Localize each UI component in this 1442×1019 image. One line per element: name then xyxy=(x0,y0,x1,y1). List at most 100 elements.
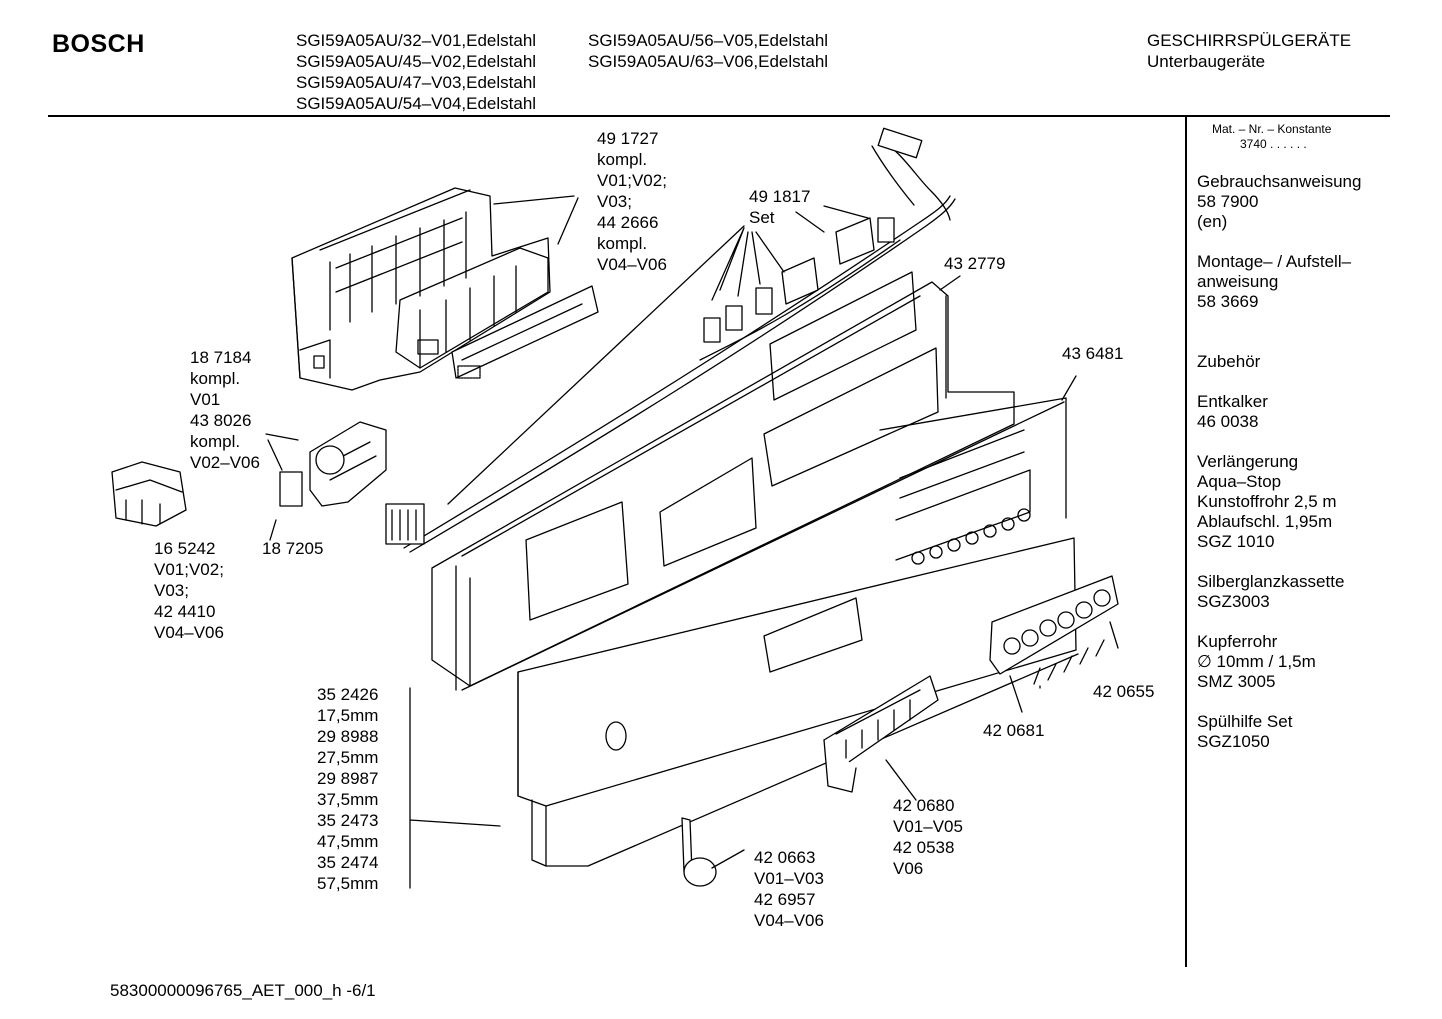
part-note: 47,5mm xyxy=(317,832,379,851)
part-note: kompl. xyxy=(190,369,241,388)
part-number: 42 4410 xyxy=(154,602,216,621)
part-number: 35 2474 xyxy=(317,853,379,872)
label-420655: 42 0655 xyxy=(1093,681,1154,702)
part-number: 43 8026 xyxy=(190,411,252,430)
part-note: V01–V05 xyxy=(893,817,963,836)
sidebar-text: Gebrauchsanweisung xyxy=(1197,172,1362,191)
label-165242: 16 5242 V01;V02; V03; 42 4410 V04–V06 xyxy=(154,538,224,643)
sidebar-group-installation: Montage– / Aufstell– anweisung 58 3669 xyxy=(1197,252,1382,312)
accessories-sidebar: Mat. – Nr. – Konstante 3740 . . . . . . … xyxy=(1197,122,1382,752)
header-divider xyxy=(48,115,1390,117)
sidebar-text: Zubehör xyxy=(1197,352,1261,371)
part-note: V03; xyxy=(154,581,189,600)
model-list-right: SGI59A05AU/56–V05,Edelstahl SGI59A05AU/6… xyxy=(588,30,828,72)
label-432779: 43 2779 xyxy=(944,253,1005,274)
sidebar-text: 46 0038 xyxy=(1197,412,1259,431)
sidebar-group-accessories: Zubehör xyxy=(1197,352,1382,372)
part-number: 42 0538 xyxy=(893,838,955,857)
part-number: 44 2666 xyxy=(597,213,659,232)
material-value: 3740 . . . . . . xyxy=(1240,137,1307,151)
sidebar-group-descaler: Entkalker 46 0038 xyxy=(1197,392,1382,432)
sidebar-text: SGZ3003 xyxy=(1197,592,1270,611)
part-note: V03; xyxy=(597,192,632,211)
part-number: 18 7184 xyxy=(190,348,252,367)
power-module xyxy=(111,461,187,527)
door-handle xyxy=(823,675,939,793)
subcategory-title: Unterbaugeräte xyxy=(1147,52,1266,71)
connector-set xyxy=(703,217,895,343)
label-436481: 43 6481 xyxy=(1062,343,1123,364)
sidebar-text: SGZ1050 xyxy=(1197,732,1270,751)
part-number: 18 7205 xyxy=(262,539,324,558)
part-note: V04–V06 xyxy=(597,255,667,274)
sidebar-text: ∅ 10mm / 1,5m xyxy=(1197,652,1316,671)
part-number: 42 6957 xyxy=(754,890,816,909)
part-note: 57,5mm xyxy=(317,874,379,893)
sidebar-text: 58 7900 xyxy=(1197,192,1259,211)
exploded-parts-drawing xyxy=(111,127,1119,889)
sidebar-group-manual: Gebrauchsanweisung 58 7900 (en) xyxy=(1197,172,1382,232)
category-title: GESCHIRRSPÜLGERÄTE xyxy=(1147,31,1352,50)
part-number: 42 0655 xyxy=(1093,682,1155,701)
label-420681: 42 0681 xyxy=(983,720,1044,741)
model-line: SGI59A05AU/47–V03,Edelstahl xyxy=(296,73,537,92)
spring-clips xyxy=(1033,639,1105,685)
part-number: 42 0681 xyxy=(983,721,1045,740)
sidebar-text: Entkalker xyxy=(1197,392,1268,411)
part-note: 17,5mm xyxy=(317,706,379,725)
document-code: 58300000096765_AET_000_h -6/1 xyxy=(110,981,376,1000)
sidebar-text: (en) xyxy=(1197,212,1228,231)
control-module xyxy=(291,187,551,391)
sidebar-text: Spülhilfe Set xyxy=(1197,712,1293,731)
model-line: SGI59A05AU/32–V01,Edelstahl xyxy=(296,31,537,50)
label-491817: 49 1817 Set xyxy=(749,186,810,228)
label-420663: 42 0663 V01–V03 42 6957 V04–V06 xyxy=(754,847,824,931)
part-note: kompl. xyxy=(597,150,648,169)
part-number: 16 5242 xyxy=(154,539,216,558)
label-187205: 18 7205 xyxy=(262,538,323,559)
relay-module xyxy=(279,421,387,507)
sidebar-text: anweisung xyxy=(1197,272,1279,291)
part-number: 43 6481 xyxy=(1062,344,1124,363)
part-number: 29 8988 xyxy=(317,727,379,746)
part-number: 35 2426 xyxy=(317,685,379,704)
part-number: 42 0663 xyxy=(754,848,816,867)
part-note: V02–V06 xyxy=(190,453,260,472)
part-note: V01–V03 xyxy=(754,869,824,888)
wire-harness xyxy=(385,127,956,553)
label-187184: 18 7184 kompl. V01 43 8026 kompl. V02–V0… xyxy=(190,347,260,473)
sidebar-divider xyxy=(1185,117,1187,967)
part-number: 42 0680 xyxy=(893,796,955,815)
label-strip xyxy=(451,285,599,379)
model-line: SGI59A05AU/56–V05,Edelstahl xyxy=(588,31,829,50)
sidebar-group-extension: Verlängerung Aqua–Stop Kunstoffrohr 2,5 … xyxy=(1197,452,1382,552)
material-constant: Mat. – Nr. – Konstante 3740 . . . . . . xyxy=(1212,122,1382,152)
sidebar-text: SMZ 3005 xyxy=(1197,672,1276,691)
brand-logo: BOSCH xyxy=(52,30,145,58)
part-note: kompl. xyxy=(190,432,241,451)
sidebar-text: Silberglanzkassette xyxy=(1197,572,1345,591)
part-number: 49 1727 xyxy=(597,129,659,148)
sidebar-text: Kunstoffrohr 2,5 m xyxy=(1197,492,1337,511)
front-cover xyxy=(517,537,1079,867)
model-line: SGI59A05AU/63–V06,Edelstahl xyxy=(588,52,829,71)
sidebar-text: Kupferrohr xyxy=(1197,632,1278,651)
part-note: V01;V02; xyxy=(597,171,667,190)
part-note: 37,5mm xyxy=(317,790,379,809)
control-knob xyxy=(681,817,717,887)
sidebar-group-copper-pipe: Kupferrohr ∅ 10mm / 1,5m SMZ 3005 xyxy=(1197,632,1382,692)
category-block: GESCHIRRSPÜLGERÄTE Unterbaugeräte xyxy=(1147,30,1351,72)
label-352426: 35 2426 17,5mm 29 8988 27,5mm 29 8987 37… xyxy=(317,684,378,894)
part-number: 35 2473 xyxy=(317,811,379,830)
part-note: V01 xyxy=(190,390,221,409)
part-number: 29 8987 xyxy=(317,769,379,788)
model-list-left: SGI59A05AU/32–V01,Edelstahl SGI59A05AU/4… xyxy=(296,30,536,114)
model-line: SGI59A05AU/54–V04,Edelstahl xyxy=(296,94,537,113)
label-491727: 49 1727 kompl. V01;V02; V03; 44 2666 kom… xyxy=(597,128,667,275)
sidebar-text: Montage– / Aufstell– xyxy=(1197,252,1352,271)
part-number: 49 1817 xyxy=(749,187,811,206)
part-note: V04–V06 xyxy=(154,623,224,642)
sidebar-text: 58 3669 xyxy=(1197,292,1259,311)
label-420680: 42 0680 V01–V05 42 0538 V06 xyxy=(893,795,963,879)
part-note: V01;V02; xyxy=(154,560,224,579)
